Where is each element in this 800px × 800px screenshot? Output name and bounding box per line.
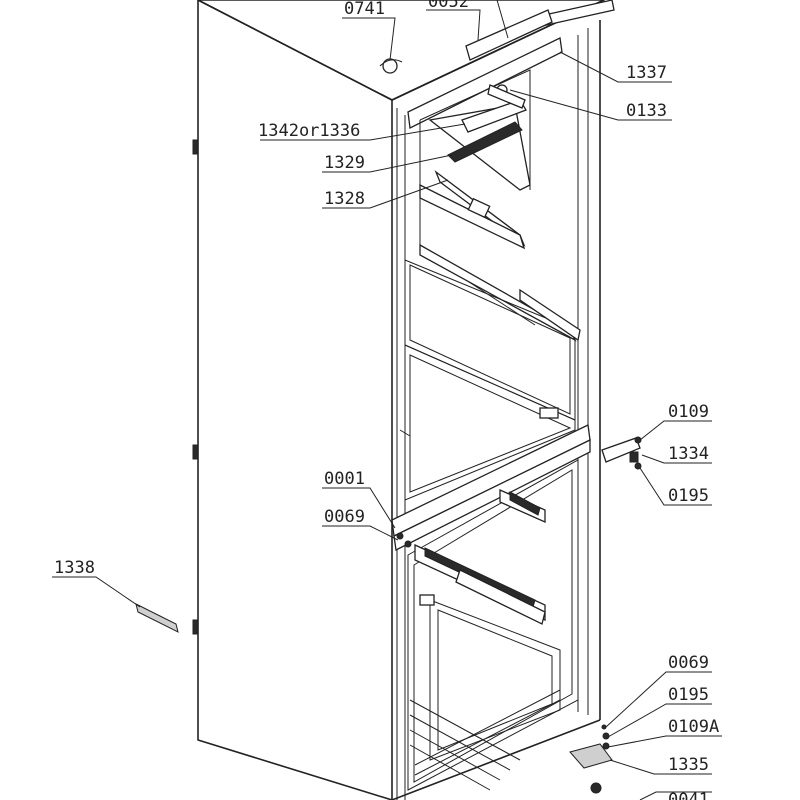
upper-compartment [399, 69, 581, 501]
label-0052: 0052 [428, 0, 469, 12]
label-1334: 1334 [668, 444, 709, 464]
label-1329: 1329 [324, 153, 365, 173]
label-0133: 0133 [626, 101, 667, 121]
hinge-1334 [601, 436, 642, 470]
label-0741: 0741 [344, 0, 385, 19]
label-0109A: 0109A [668, 717, 719, 737]
label-1342-or-1336: 1342or1336 [258, 121, 360, 141]
top-front-rail [407, 37, 563, 129]
left-side-panel [197, 0, 393, 800]
top-cap-part [382, 58, 398, 74]
label-0195-lower: 0195 [668, 685, 709, 705]
shelf-support-1329 [447, 121, 523, 163]
label-0041: 0041 [668, 790, 709, 800]
lower-compartment [407, 459, 579, 791]
leader-lines [52, 0, 722, 800]
label-0109: 0109 [668, 402, 709, 422]
handle-1338 [135, 603, 179, 633]
label-0195-upper: 0195 [668, 486, 709, 506]
part-labels: 0741 0052 1337 0133 1342or1336 1329 1328… [54, 0, 719, 800]
label-1328: 1328 [324, 189, 365, 209]
label-0069-lower: 0069 [668, 653, 709, 673]
label-0001: 0001 [324, 469, 365, 489]
label-1338: 1338 [54, 558, 95, 578]
label-1335: 1335 [668, 755, 709, 775]
label-0069-upper: 0069 [324, 507, 365, 527]
hinge-1335 [569, 724, 613, 794]
middle-divider [391, 424, 591, 551]
cabinet-body [192, 0, 615, 800]
label-1337: 1337 [626, 63, 667, 83]
